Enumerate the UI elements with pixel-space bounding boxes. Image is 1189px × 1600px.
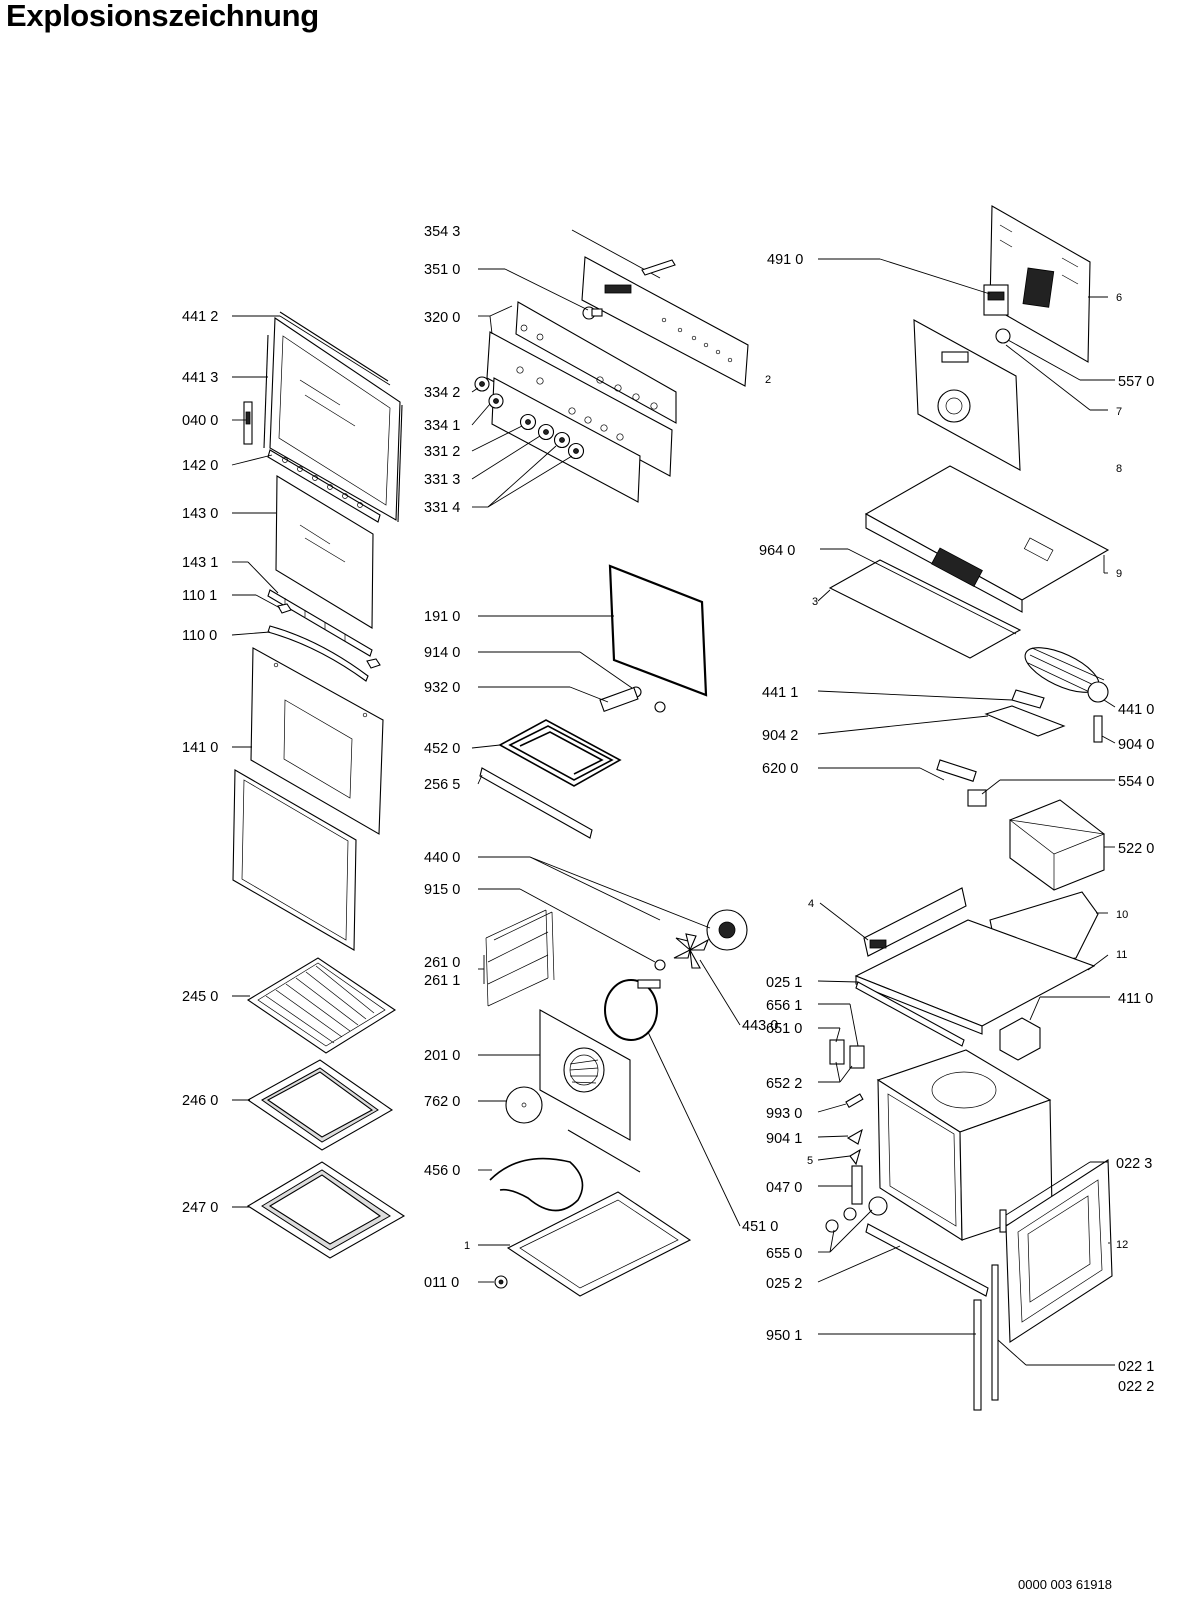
label-334-2: 334 2 [424, 385, 460, 401]
oven-cavity-assembly [825, 887, 1113, 1411]
label-932-0: 932 0 [424, 680, 460, 696]
label-762-0: 762 0 [424, 1094, 460, 1110]
label-354-3: 354 3 [424, 224, 460, 240]
label-246-0: 246 0 [182, 1093, 218, 1109]
label-914-0: 914 0 [424, 645, 460, 661]
grill-assembly [479, 564, 708, 839]
label-904-1: 904 1 [766, 1131, 802, 1147]
left-labels: 441 2 441 3 040 0 142 0 143 0 143 1 110 … [182, 309, 218, 1216]
label-915-0: 915 0 [424, 882, 460, 898]
label-142-0: 142 0 [182, 458, 218, 474]
label-964-0: 964 0 [759, 543, 795, 559]
label-411-0: 411 0 [1118, 991, 1153, 1007]
door-assembly [232, 311, 403, 951]
label-904-2: 904 2 [762, 728, 798, 744]
middle-leader-lines [471, 268, 741, 1283]
label-261-0: 261 0 [424, 955, 460, 971]
label-440-0: 440 0 [424, 850, 460, 866]
label-025-1: 025 1 [766, 975, 802, 991]
right-leader-lines [817, 258, 1116, 1366]
label-655-0: 655 0 [766, 1246, 802, 1262]
label-110-0: 110 0 [182, 628, 217, 644]
back-panel-assembly [828, 205, 1110, 891]
label-011-0: 011 0 [424, 1275, 459, 1291]
middle-labels: 354 3 351 0 320 0 334 2 334 1 331 2 331 … [424, 224, 778, 1291]
label-040-0: 040 0 [182, 413, 218, 429]
baking-racks [246, 957, 406, 1259]
label-441-1: 441 1 [762, 685, 798, 701]
label-047-0: 047 0 [766, 1180, 802, 1196]
label-256-5: 256 5 [424, 777, 460, 793]
label-441-3: 441 3 [182, 370, 218, 386]
label-950-1: 950 1 [766, 1328, 802, 1344]
callout-5: 5 [807, 1155, 813, 1167]
label-143-0: 143 0 [182, 506, 218, 522]
label-334-1: 334 1 [424, 418, 460, 434]
label-261-1: 261 1 [424, 973, 460, 989]
label-443-0: 443 0 [742, 1018, 778, 1034]
callout-8: 8 [1116, 463, 1122, 475]
right-labels: 491 0 557 0 964 0 441 1 441 0 904 2 904 … [759, 252, 1154, 1395]
callout-2: 2 [765, 374, 771, 386]
callout-10: 10 [1116, 909, 1128, 921]
label-320-0: 320 0 [424, 310, 460, 326]
page-title: Explosionszeichnung [6, 0, 319, 33]
label-331-2: 331 2 [424, 444, 460, 460]
label-993-0: 993 0 [766, 1106, 802, 1122]
label-904-0: 904 0 [1118, 737, 1154, 753]
label-025-2: 025 2 [766, 1276, 802, 1292]
label-452-0: 452 0 [424, 741, 460, 757]
label-491-0: 491 0 [767, 252, 803, 268]
label-557-0: 557 0 [1118, 374, 1154, 390]
label-143-1: 143 1 [182, 555, 218, 571]
callout-9: 9 [1116, 568, 1122, 580]
control-knobs [474, 376, 585, 460]
label-201-0: 201 0 [424, 1048, 460, 1064]
label-554-0: 554 0 [1118, 774, 1154, 790]
label-456-0: 456 0 [424, 1163, 460, 1179]
label-656-1: 656 1 [766, 998, 802, 1014]
callout-11: 11 [1116, 949, 1127, 961]
label-331-4: 331 4 [424, 500, 460, 516]
fan-assembly [485, 909, 748, 1297]
label-022-2: 022 2 [1118, 1379, 1154, 1395]
label-441-0: 441 0 [1118, 702, 1154, 718]
label-522-0: 522 0 [1118, 841, 1154, 857]
label-451-0: 451 0 [742, 1219, 778, 1235]
callout-1: 1 [464, 1240, 470, 1252]
callout-7: 7 [1116, 406, 1122, 418]
label-141-0: 141 0 [182, 740, 218, 756]
label-245-0: 245 0 [182, 989, 218, 1005]
label-022-1: 022 1 [1118, 1359, 1154, 1375]
label-191-0: 191 0 [424, 609, 460, 625]
label-441-2: 441 2 [182, 309, 218, 325]
label-351-0: 351 0 [424, 262, 460, 278]
document-number: 0000 003 61918 [1018, 1577, 1112, 1592]
callout-12: 12 [1116, 1239, 1128, 1251]
control-panel-assembly [474, 229, 749, 503]
callout-6: 6 [1116, 292, 1122, 304]
label-110-1: 110 1 [182, 588, 217, 604]
label-022-3: 022 3 [1116, 1156, 1152, 1172]
label-247-0: 247 0 [182, 1200, 218, 1216]
label-652-2: 652 2 [766, 1076, 802, 1092]
callout-3: 3 [812, 596, 818, 608]
label-651-0: 651 0 [766, 1021, 802, 1037]
label-331-3: 331 3 [424, 472, 460, 488]
left-leader-lines [231, 315, 391, 1208]
callout-4: 4 [808, 898, 814, 910]
label-620-0: 620 0 [762, 761, 798, 777]
